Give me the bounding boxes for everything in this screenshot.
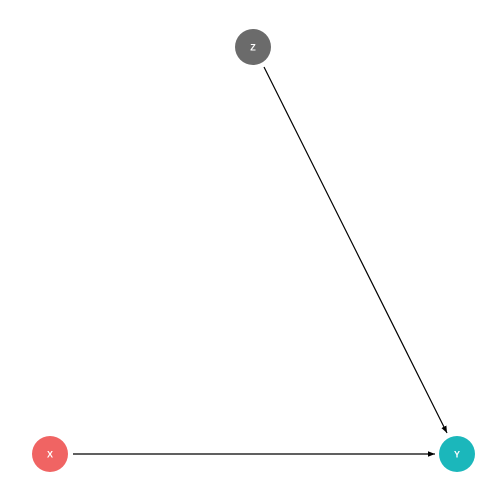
- edge-z-to-y: [263, 66, 448, 434]
- node-y-circle: [439, 436, 475, 472]
- node-z: Z: [235, 29, 271, 65]
- node-y: Y: [439, 436, 475, 472]
- node-z-label: Z: [250, 43, 256, 53]
- node-z-circle: [235, 29, 271, 65]
- node-x-label: X: [47, 450, 53, 460]
- node-x-circle: [32, 436, 68, 472]
- node-y-label: Y: [454, 450, 460, 460]
- node-x: X: [32, 436, 68, 472]
